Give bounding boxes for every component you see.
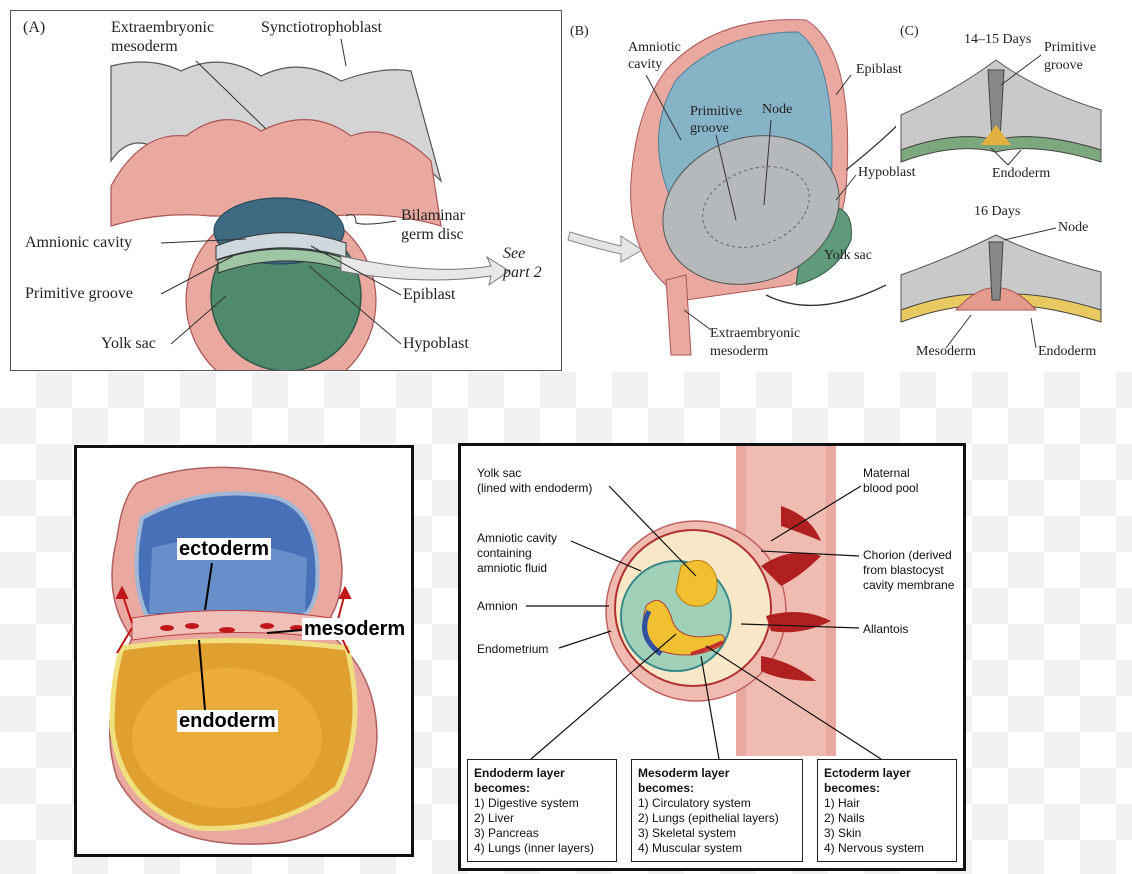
label-amniotic-cavity-b1: Amniotic	[628, 40, 681, 55]
label-days-top: 14–15 Days	[964, 32, 1032, 47]
label-mesoderm: mesoderm	[302, 618, 408, 640]
label-allantois: Allantois	[863, 622, 909, 636]
label-endoderm: endoderm	[177, 710, 278, 732]
label-amnionic-cavity: Amnionic cavity	[25, 234, 133, 251]
ectoderm-box: Ectoderm layer becomes: 1) Hair 2) Nails…	[817, 759, 957, 862]
list-item: 3) Skin	[824, 826, 862, 840]
label-yolk-sac-e2: (lined with endoderm)	[477, 481, 593, 495]
list-item: 2) Liver	[474, 811, 515, 825]
label-primitive-groove-c1: Primitive	[1044, 40, 1097, 55]
list-item: 1) Circulatory system	[638, 796, 751, 810]
ectoderm-box-title-2: becomes:	[824, 781, 881, 795]
label-amniotic-cavity-e1: Amniotic cavity	[477, 531, 558, 545]
label-amnion: Amnion	[477, 599, 518, 613]
label-synctiotrophoblast: Synctiotrophoblast	[261, 19, 382, 36]
label-amniotic-cavity-b2: cavity	[628, 57, 663, 72]
panel-c-letter: (C)	[900, 24, 919, 39]
label-endoderm-bottom: Endoderm	[1038, 344, 1097, 359]
label-extraembryonic-mesoderm-a1: Extraembryonic	[111, 19, 215, 36]
label-primitive-groove-b2: groove	[690, 121, 729, 136]
panel-b-illustration	[567, 19, 896, 356]
label-yolk-sac-a: Yolk sac	[101, 335, 156, 352]
label-amniotic-cavity-e2: containing	[477, 546, 532, 560]
panel-b: (B) Amniotic cavity Primitive groove Nod…	[566, 10, 916, 370]
ectoderm-box-title-1: Ectoderm layer	[824, 766, 911, 780]
label-see-part-1: See	[503, 245, 526, 262]
label-node-b: Node	[762, 102, 793, 117]
list-item: 1) Hair	[824, 796, 861, 810]
panel-a-illustration	[110, 38, 510, 370]
label-see-part-2: part 2	[503, 264, 542, 281]
label-primitive-groove-b1: Primitive	[690, 104, 743, 119]
label-extraembryonic-b2: mesoderm	[710, 344, 769, 359]
list-item: 3) Pancreas	[474, 826, 539, 840]
list-item: 4) Nervous system	[824, 841, 925, 855]
label-extraembryonic-mesoderm-a2: mesoderm	[111, 38, 178, 55]
label-yolk-sac-b: Yolk sac	[824, 248, 872, 263]
label-primitive-groove-a: Primitive groove	[25, 285, 133, 302]
label-hypoblast-b: Hypoblast	[858, 165, 916, 180]
label-amniotic-cavity-e3: amniotic fluid	[477, 561, 548, 575]
list-item: 1) Digestive system	[474, 796, 579, 810]
label-extraembryonic-b1: Extraembryonic	[710, 326, 801, 341]
endoderm-box: Endoderm layer becomes: 1) Digestive sys…	[467, 759, 617, 862]
list-item: 4) Lungs (inner layers)	[474, 841, 595, 855]
mesoderm-box-title-1: Mesoderm layer	[638, 766, 730, 780]
label-maternal-blood-pool-1: Maternal	[863, 466, 910, 480]
label-days-bottom: 16 Days	[974, 204, 1021, 219]
label-node-c: Node	[1058, 220, 1089, 235]
label-epiblast-b: Epiblast	[856, 62, 902, 77]
label-ectoderm: ectoderm	[177, 538, 272, 560]
label-chorion-3: cavity membrane	[863, 578, 955, 592]
panel-a: (A) Extraembryonic mesoderm Synctiotroph…	[10, 10, 562, 371]
panel-e: Yolk sac (lined with endoderm) Amniotic …	[458, 443, 966, 871]
panel-a-letter: (A)	[23, 19, 46, 36]
panel-e-illustration	[526, 446, 882, 760]
panel-c: (C) 14–15 Days Primitive groove Endoderm…	[896, 10, 1132, 370]
panel-d: ectoderm mesoderm endoderm	[74, 445, 414, 857]
panel-d-illustration	[109, 466, 378, 845]
endoderm-box-title-2: becomes:	[474, 781, 531, 795]
panel-b-letter: (B)	[570, 24, 589, 39]
list-item: 3) Skeletal system	[638, 826, 737, 840]
label-mesoderm-c: Mesoderm	[916, 344, 976, 359]
panel-c-illustration	[900, 54, 1102, 349]
mesoderm-box-title-2: becomes:	[638, 781, 695, 795]
label-endoderm-top: Endoderm	[992, 166, 1051, 181]
list-item: 2) Lungs (epithelial layers)	[638, 811, 779, 825]
label-epiblast-a: Epiblast	[403, 286, 456, 303]
endoderm-box-title-1: Endoderm layer	[474, 766, 565, 780]
label-chorion-1: Chorion (derived	[863, 548, 952, 562]
label-endometrium: Endometrium	[477, 642, 549, 656]
label-bilaminar-1: Bilaminar	[401, 207, 465, 224]
label-hypoblast-a: Hypoblast	[403, 335, 469, 352]
list-item: 2) Nails	[824, 811, 865, 825]
label-yolk-sac-e1: Yolk sac	[477, 466, 522, 480]
list-item: 4) Muscular system	[638, 841, 743, 855]
mesoderm-box: Mesoderm layer becomes: 1) Circulatory s…	[631, 759, 803, 862]
label-chorion-2: from blastocyst	[863, 563, 944, 577]
label-primitive-groove-c2: groove	[1044, 58, 1083, 73]
label-maternal-blood-pool-2: blood pool	[863, 481, 919, 495]
label-bilaminar-2: germ disc	[401, 226, 464, 243]
